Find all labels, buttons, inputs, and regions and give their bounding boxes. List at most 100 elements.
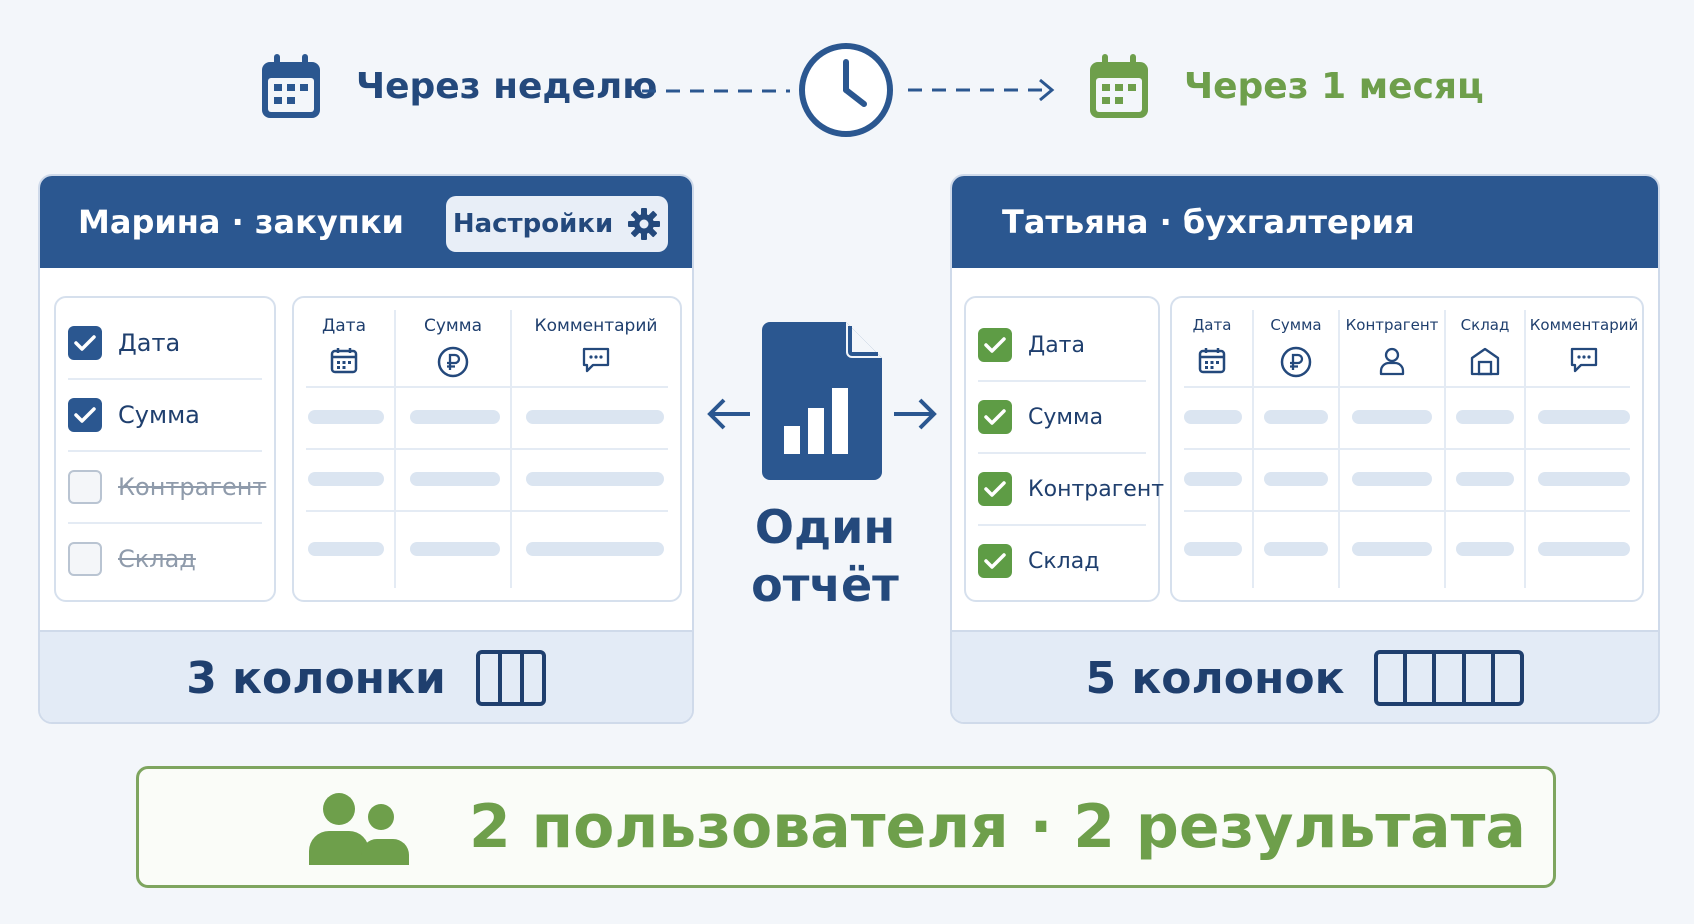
- left-panel: Марина · закупки Настройки: [38, 174, 694, 724]
- gear-icon: [627, 207, 661, 241]
- ruble-icon: [437, 346, 469, 378]
- placeholder-cell: [410, 542, 500, 556]
- checkbox-checked[interactable]: [68, 326, 102, 360]
- checkbox-unchecked[interactable]: [68, 470, 102, 504]
- field-row-counterparty[interactable]: Контрагент: [68, 452, 266, 522]
- field-row-counterparty[interactable]: Контрагент: [978, 454, 1164, 524]
- placeholder-cell: [410, 472, 500, 486]
- report-label: Один отчёт: [740, 498, 910, 614]
- table-column-warehouse: Склад: [1446, 298, 1524, 600]
- placeholder-cell: [1538, 410, 1630, 424]
- panel-title: Татьяна · бухгалтерия: [1002, 203, 1415, 241]
- divider: [306, 510, 668, 512]
- table-column-date: Дата: [294, 298, 394, 600]
- placeholder-cell: [308, 410, 384, 424]
- divider: [68, 450, 262, 452]
- field-row-date[interactable]: Дата: [68, 308, 262, 378]
- checkbox-unchecked[interactable]: [68, 542, 102, 576]
- field-label: Сумма: [1028, 404, 1104, 430]
- divider: [1184, 448, 1630, 450]
- timeline-end-label: Через 1 месяц: [1184, 66, 1484, 107]
- columns-icon: [1374, 650, 1525, 706]
- field-row-warehouse[interactable]: Склад: [68, 524, 262, 594]
- field-row-sum[interactable]: Сумма: [978, 382, 1146, 452]
- field-label: Склад: [1028, 548, 1100, 574]
- checkbox-checked[interactable]: [978, 328, 1012, 362]
- users-icon: [307, 791, 411, 867]
- placeholder-cell: [1456, 472, 1514, 486]
- arrow-right: [890, 396, 940, 432]
- checkbox-checked[interactable]: [978, 400, 1012, 434]
- summary-text: 2 пользователя · 2 результата: [469, 792, 1526, 862]
- placeholder-cell: [1264, 542, 1328, 556]
- field-row-date[interactable]: Дата: [978, 310, 1146, 380]
- placeholder-cell: [1264, 472, 1328, 486]
- column-header: Комментарий: [534, 316, 658, 336]
- placeholder-cell: [1352, 410, 1432, 424]
- table-column-comment: Комментарий: [1526, 298, 1642, 600]
- warehouse-icon: [1469, 346, 1501, 376]
- panel-title: Марина · закупки: [78, 203, 404, 241]
- column-header: Дата: [1192, 316, 1232, 334]
- placeholder-cell: [1538, 542, 1630, 556]
- report-chart-icon: [762, 322, 882, 480]
- report-label-line1: Один: [754, 500, 896, 554]
- table-column-date: Дата: [1172, 298, 1252, 600]
- column-header: Комментарий: [1529, 316, 1639, 334]
- checkbox-checked[interactable]: [68, 398, 102, 432]
- timeline-start-label: Через неделю: [356, 66, 658, 107]
- columns-icon: [475, 650, 546, 706]
- divider: [1184, 386, 1630, 388]
- field-selector: Дата Сумма Контрагент Склад: [964, 296, 1164, 602]
- placeholder-cell: [1456, 410, 1514, 424]
- column-header: Дата: [321, 316, 367, 336]
- panel-footer: 5 колонок: [952, 630, 1658, 722]
- divider: [1184, 510, 1630, 512]
- placeholder-cell: [1184, 410, 1242, 424]
- divider: [306, 386, 668, 388]
- arrow-left: [704, 396, 754, 432]
- field-label: Дата: [1028, 332, 1085, 358]
- comment-icon: [1569, 346, 1599, 374]
- dashed-arrow-right: [908, 74, 1060, 106]
- table-column-sum: Сумма: [1254, 298, 1338, 600]
- column-count-label: 3 колонки: [186, 652, 446, 704]
- panel-header: Татьяна · бухгалтерия: [952, 176, 1658, 268]
- panel-footer: 3 колонки: [40, 630, 692, 722]
- calendar-icon: [1086, 52, 1152, 122]
- checkbox-checked[interactable]: [978, 544, 1012, 578]
- divider: [68, 522, 262, 524]
- table-preview: Дата Сумма Комментарий: [292, 296, 682, 602]
- report-label-line2: отчёт: [751, 558, 899, 612]
- calendar-icon: [1198, 346, 1226, 374]
- placeholder-cell: [1538, 472, 1630, 486]
- divider: [68, 378, 262, 380]
- clock-icon: [796, 40, 896, 140]
- settings-button[interactable]: Настройки: [446, 196, 668, 252]
- settings-label: Настройки: [452, 209, 614, 239]
- field-label: Контрагент: [1028, 476, 1165, 502]
- field-row-warehouse[interactable]: Склад: [978, 526, 1146, 596]
- field-label: Контрагент: [118, 473, 267, 501]
- ruble-icon: [1280, 346, 1312, 378]
- placeholder-cell: [1184, 472, 1242, 486]
- divider: [978, 380, 1146, 382]
- column-header: Сумма: [1270, 316, 1322, 334]
- checkbox-checked[interactable]: [978, 472, 1012, 506]
- field-label: Склад: [118, 545, 196, 573]
- placeholder-cell: [308, 542, 384, 556]
- column-header: Склад: [1460, 316, 1510, 334]
- placeholder-cell: [410, 410, 500, 424]
- divider: [978, 452, 1146, 454]
- placeholder-cell: [1352, 472, 1432, 486]
- field-label: Дата: [118, 329, 181, 357]
- dashed-line-left: [642, 88, 790, 94]
- table-column-comment: Комментарий: [512, 298, 680, 600]
- table-preview: Дата Сумма Контрагент Склад: [1170, 296, 1644, 602]
- table-column-counterparty: Контрагент: [1340, 298, 1444, 600]
- panel-header: Марина · закупки Настройки: [40, 176, 692, 268]
- field-row-sum[interactable]: Сумма: [68, 380, 262, 450]
- calendar-icon: [330, 346, 358, 374]
- placeholder-cell: [308, 472, 384, 486]
- calendar-icon: [258, 52, 324, 122]
